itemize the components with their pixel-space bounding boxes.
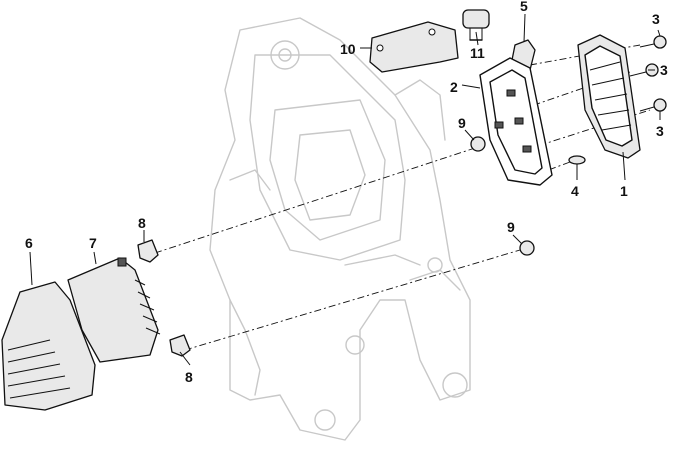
part-2-gasket-frame	[480, 58, 552, 185]
callout-3b: 3	[660, 62, 668, 78]
callout-8a: 8	[138, 215, 146, 231]
part-1-grille-cover	[578, 35, 640, 158]
screw-3c	[640, 99, 666, 111]
callout-9b: 9	[507, 219, 515, 235]
callout-5: 5	[520, 0, 528, 14]
part-11-bolt	[463, 10, 489, 40]
callout-7: 7	[89, 235, 97, 251]
part-10-cover-plate	[370, 22, 458, 72]
main-frame-ghost	[210, 18, 470, 440]
callout-10: 10	[340, 41, 356, 57]
callout-11: 11	[470, 45, 485, 61]
screw-3a	[640, 36, 666, 48]
callout-2: 2	[450, 79, 458, 95]
callout-9a: 9	[458, 115, 466, 131]
callout-1: 1	[620, 183, 628, 199]
callout-6: 6	[25, 235, 33, 251]
callout-4: 4	[571, 183, 579, 199]
callout-3a: 3	[652, 11, 660, 27]
callout-8b: 8	[185, 369, 193, 385]
callout-3c: 3	[656, 123, 664, 139]
